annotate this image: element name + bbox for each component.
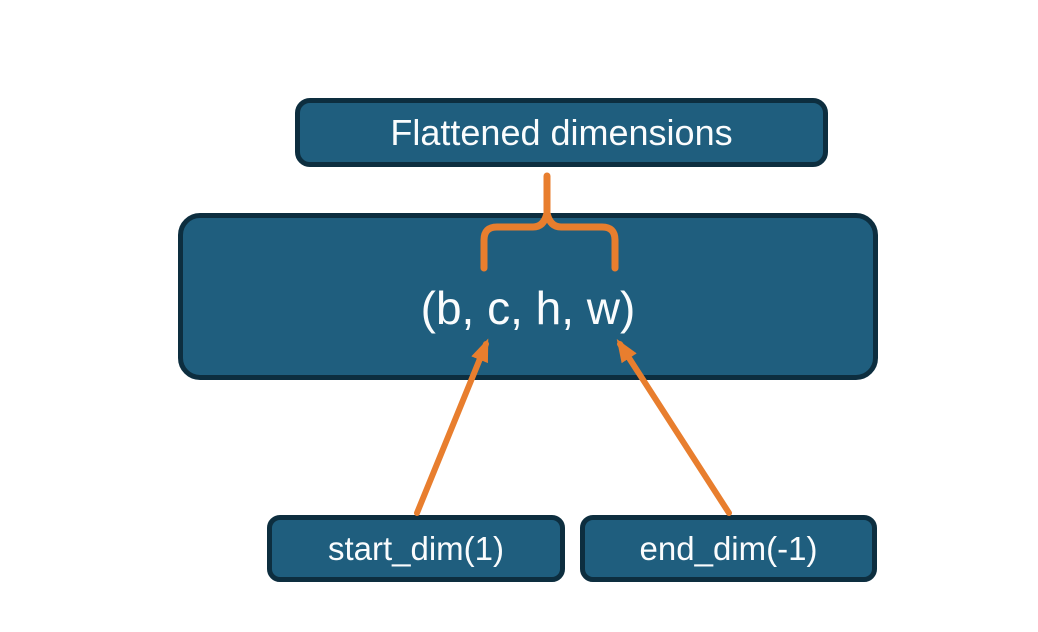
flattened-dimensions-label: Flattened dimensions xyxy=(390,111,733,153)
tensor-shape-box: (b, c, h, w) xyxy=(178,213,878,380)
start-dim-box: start_dim(1) xyxy=(267,515,565,582)
end-dim-label: end_dim(-1) xyxy=(639,529,818,567)
flattened-dimensions-box: Flattened dimensions xyxy=(295,98,828,167)
tensor-shape-label: (b, c, h, w) xyxy=(420,281,636,334)
start-dim-label: start_dim(1) xyxy=(327,529,505,567)
end-dim-box: end_dim(-1) xyxy=(580,515,877,582)
